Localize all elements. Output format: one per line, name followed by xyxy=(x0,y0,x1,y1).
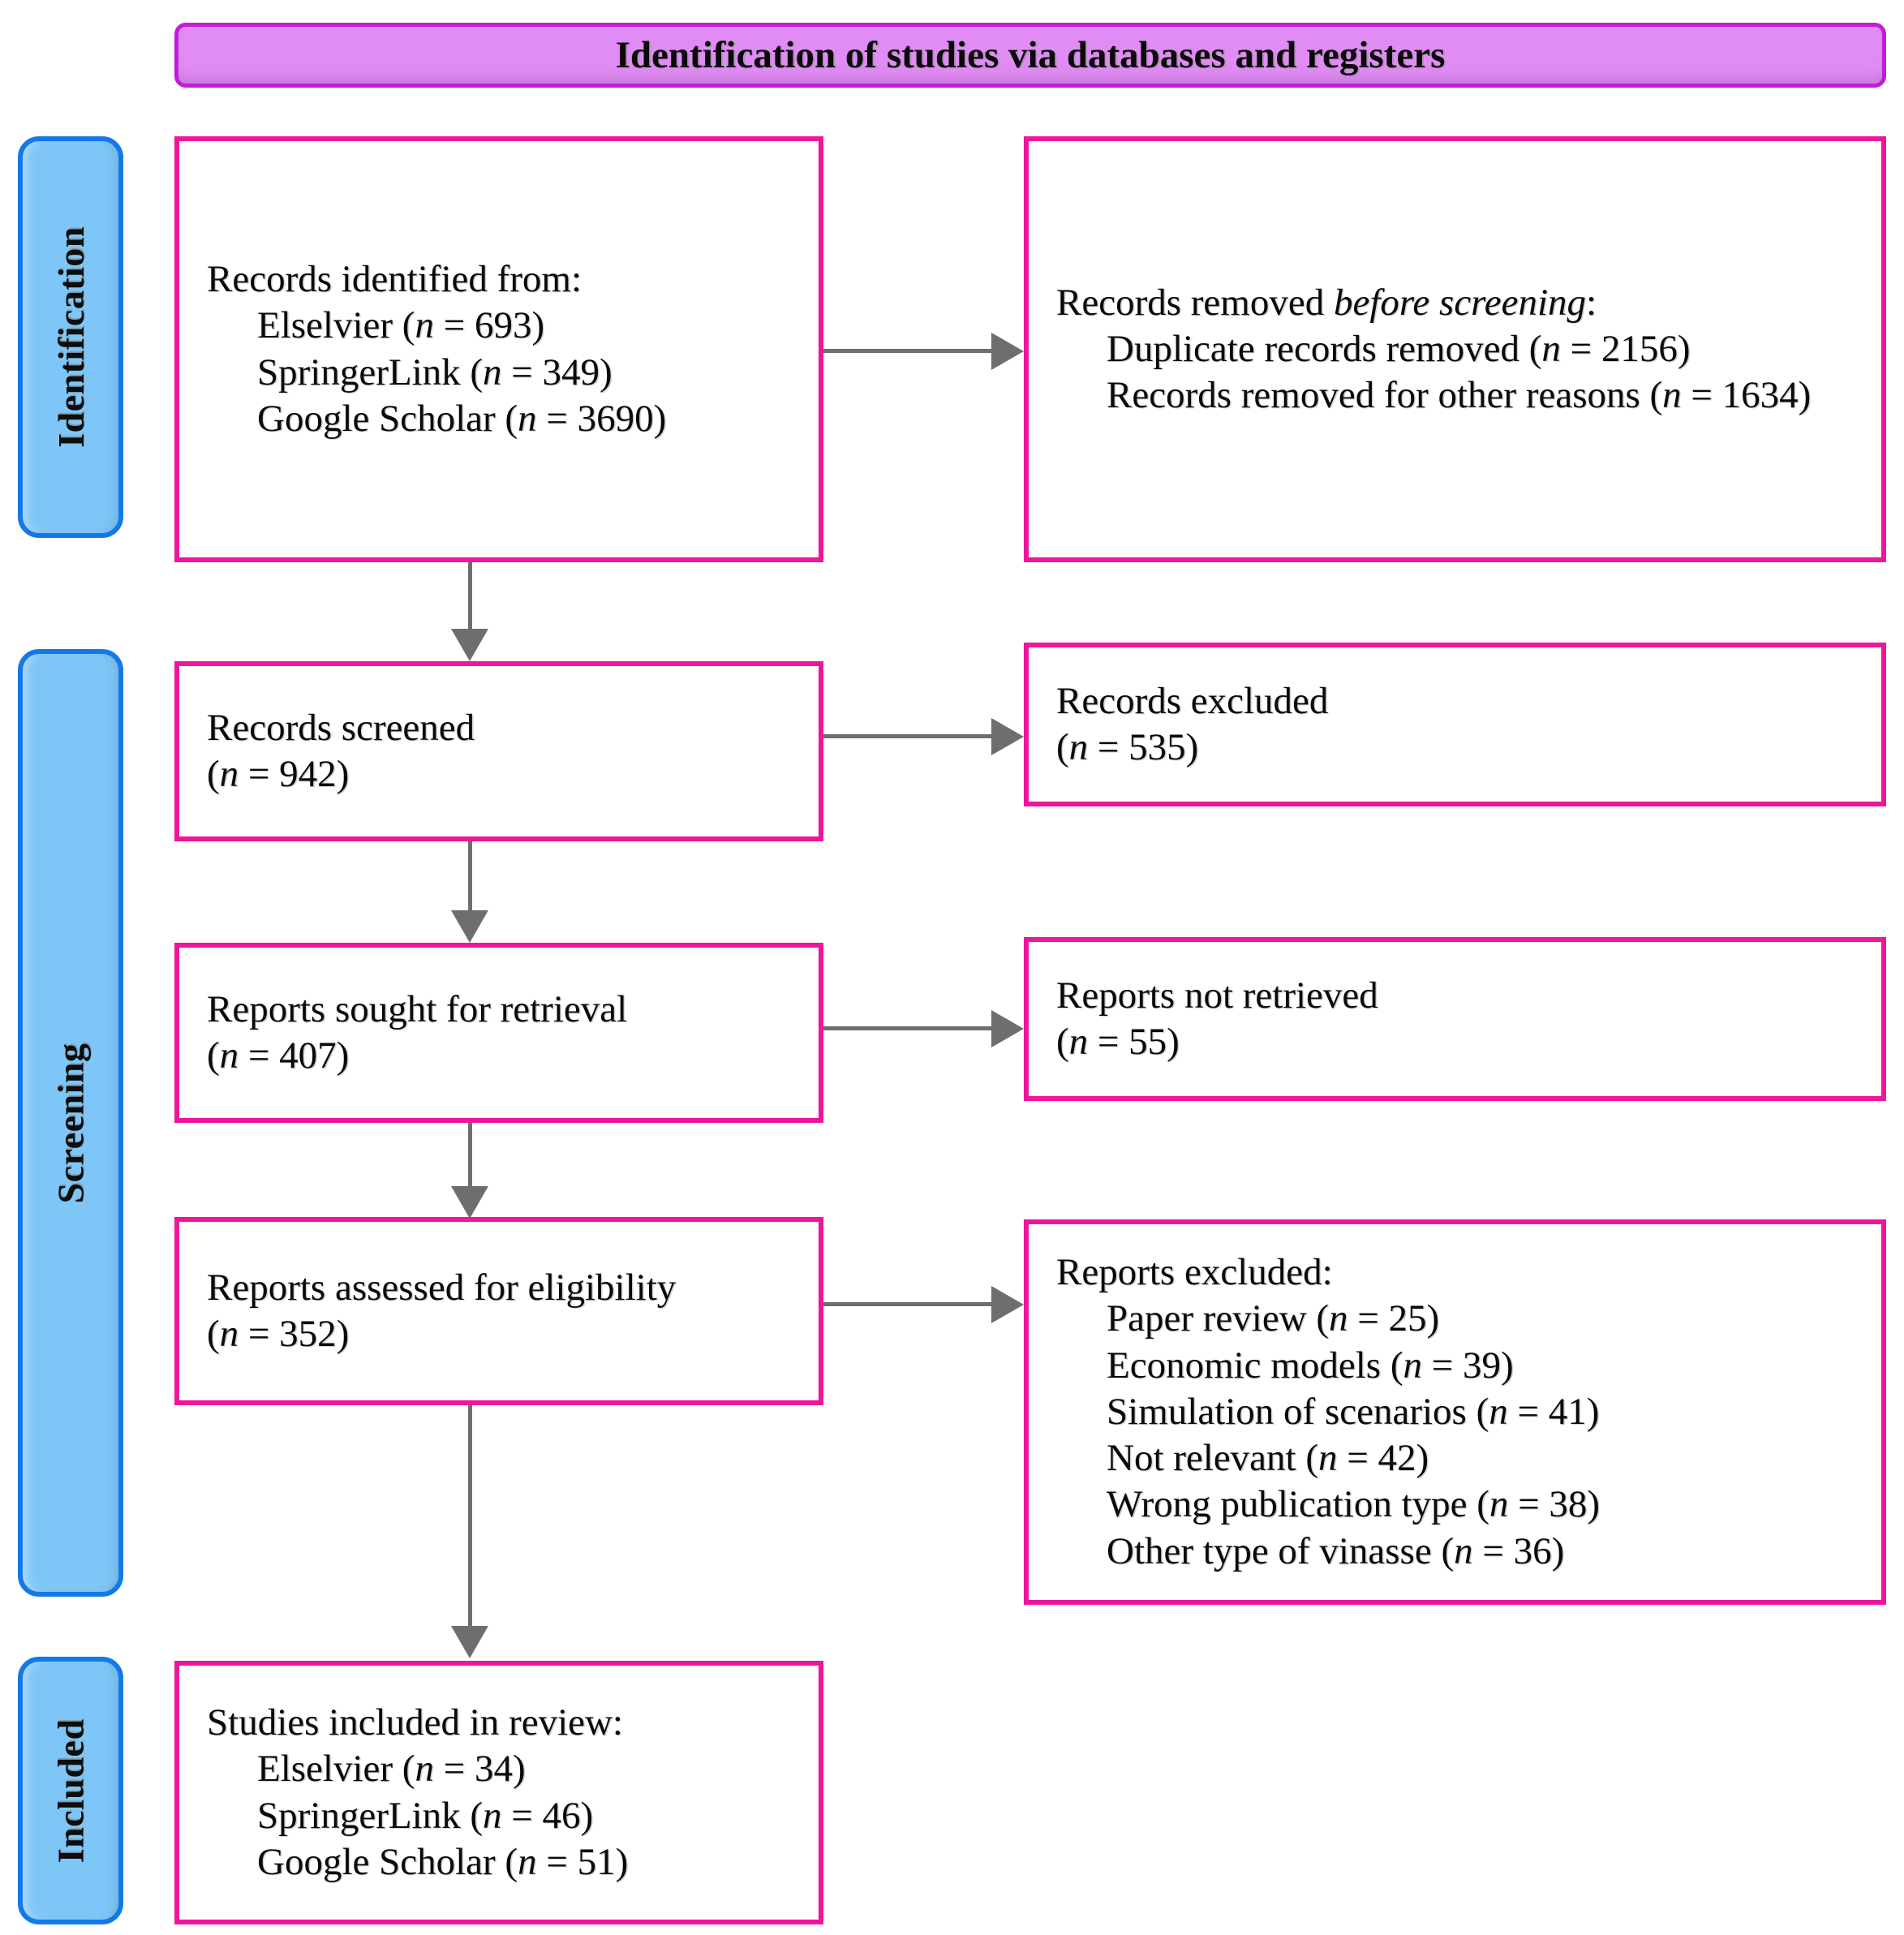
box-line: Studies included in review: xyxy=(207,1701,623,1744)
box-line: Reports assessed for eligibility xyxy=(207,1266,677,1309)
arrow-identified-to-screened xyxy=(468,562,472,629)
arrow-identified-to-screened-head xyxy=(451,629,488,661)
stage-label-identification: Identification xyxy=(49,226,92,448)
arrow-identified-to-removed-head xyxy=(991,333,1024,370)
arrow-screened-to-sought-head xyxy=(451,910,488,943)
arrow-sought-to-not-retrieved xyxy=(823,1026,991,1030)
box-line: Records screened xyxy=(207,706,475,749)
box-line: (n = 535) xyxy=(1056,726,1199,768)
box-reports-sought-body: Reports sought for retrieval (n = 407) xyxy=(179,987,819,1080)
box-records-screened-body: Records screened (n = 942) xyxy=(179,705,819,798)
stage-pill-included: Included xyxy=(18,1657,123,1924)
box-records-excluded-body: Records excluded (n = 535) xyxy=(1029,678,1881,772)
box-line: (n = 942) xyxy=(207,753,350,795)
arrow-assessed-to-included-head xyxy=(451,1626,488,1658)
box-line: Simulation of scenarios (n = 41) xyxy=(1107,1390,1600,1433)
arrow-sought-to-assessed-head xyxy=(451,1186,488,1219)
box-reports-not-retrieved: Reports not retrieved (n = 55) xyxy=(1024,937,1886,1101)
arrow-screened-to-excluded xyxy=(823,734,991,738)
stage-pill-screening: Screening xyxy=(18,649,123,1597)
stage-label-included: Included xyxy=(49,1718,92,1863)
box-line: Other type of vinasse (n = 36) xyxy=(1107,1529,1565,1572)
box-line: Records excluded xyxy=(1056,679,1329,722)
box-reports-assessed-for-eligibility: Reports assessed for eligibility (n = 35… xyxy=(174,1217,823,1405)
box-line: Google Scholar (n = 51) xyxy=(257,1840,629,1883)
box-line: Elselvier (n = 693) xyxy=(257,304,545,347)
box-reports-excluded: Reports excluded: Paper review (n = 25) … xyxy=(1024,1219,1886,1605)
box-line: Not relevant (n = 42) xyxy=(1107,1437,1429,1480)
arrow-identified-to-removed xyxy=(823,349,991,353)
arrow-assessed-to-reports-excluded xyxy=(823,1302,991,1306)
box-studies-included-in-review: Studies included in review: Elselvier (n… xyxy=(174,1661,823,1924)
box-reports-not-retrieved-body: Reports not retrieved (n = 55) xyxy=(1029,973,1881,1066)
box-line: SpringerLink (n = 349) xyxy=(257,350,612,393)
arrow-screened-to-sought xyxy=(468,841,472,910)
box-records-removed-body: Records removed before screening: Duplic… xyxy=(1029,280,1881,419)
box-line: Records removed before screening: xyxy=(1056,281,1597,324)
box-line: Elselvier (n = 34) xyxy=(257,1748,526,1791)
box-studies-included-body: Studies included in review: Elselvier (n… xyxy=(179,1700,819,1886)
box-records-identified-body: Records identified from: Elselvier (n = … xyxy=(179,256,819,442)
box-line: Wrong publication type (n = 38) xyxy=(1107,1483,1601,1526)
arrow-assessed-to-included xyxy=(468,1405,472,1626)
box-records-excluded: Records excluded (n = 535) xyxy=(1024,643,1886,806)
arrow-sought-to-assessed xyxy=(468,1123,472,1186)
box-line: Google Scholar (n = 3690) xyxy=(257,397,667,440)
box-line: Reports excluded: xyxy=(1056,1250,1333,1293)
box-line: SpringerLink (n = 46) xyxy=(257,1794,594,1837)
box-records-removed-before-screening: Records removed before screening: Duplic… xyxy=(1024,136,1886,562)
box-records-identified: Records identified from: Elselvier (n = … xyxy=(174,136,823,562)
diagram-header-title: Identification of studies via databases … xyxy=(615,34,1446,76)
stage-pill-identification: Identification xyxy=(18,136,123,538)
diagram-header-banner: Identification of studies via databases … xyxy=(174,23,1886,88)
box-line: Records identified from: xyxy=(207,257,582,300)
box-line: Reports sought for retrieval xyxy=(207,987,628,1030)
box-line: Duplicate records removed (n = 2156) xyxy=(1107,327,1691,370)
arrow-assessed-to-reports-excluded-head xyxy=(991,1286,1024,1323)
stage-label-screening: Screening xyxy=(49,1043,92,1203)
box-line: (n = 407) xyxy=(207,1034,350,1077)
box-line: Reports not retrieved xyxy=(1056,974,1378,1017)
arrow-screened-to-excluded-head xyxy=(991,718,1024,755)
box-reports-excluded-body: Reports excluded: Paper review (n = 25) … xyxy=(1029,1249,1881,1575)
box-line: (n = 55) xyxy=(1056,1021,1180,1063)
box-line: (n = 352) xyxy=(207,1313,350,1355)
box-line: Records removed for other reasons (n = 1… xyxy=(1107,374,1812,417)
box-line: Economic models (n = 39) xyxy=(1107,1344,1514,1387)
box-reports-assessed-body: Reports assessed for eligibility (n = 35… xyxy=(179,1265,819,1358)
box-reports-sought-for-retrieval: Reports sought for retrieval (n = 407) xyxy=(174,943,823,1123)
box-records-screened: Records screened (n = 942) xyxy=(174,661,823,841)
box-line: Paper review (n = 25) xyxy=(1107,1297,1440,1340)
arrow-sought-to-not-retrieved-head xyxy=(991,1010,1024,1047)
